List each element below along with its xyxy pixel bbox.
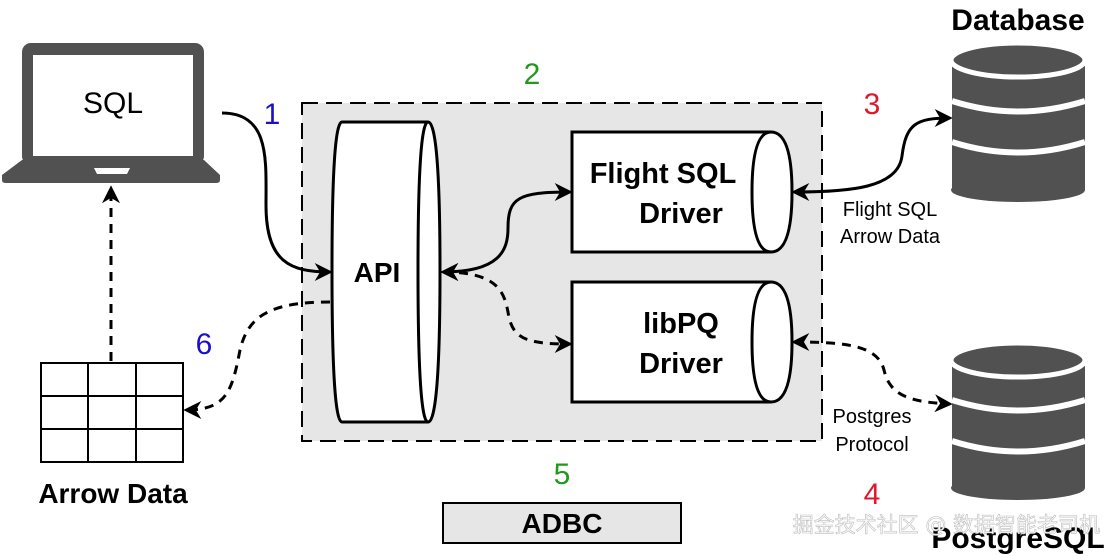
libpq-driver-line2: Driver bbox=[639, 348, 723, 380]
flight-sql-driver-line1: Flight SQL bbox=[590, 158, 737, 190]
client-sql-label: SQL bbox=[83, 87, 143, 120]
arrow-data-table-icon bbox=[40, 362, 184, 463]
libpq-driver-cylinder bbox=[570, 280, 794, 404]
step-number-3: 3 bbox=[864, 88, 881, 121]
postgresql-label: PostgreSQL bbox=[931, 522, 1104, 555]
step-number-5: 5 bbox=[554, 458, 571, 491]
api-label: API bbox=[354, 257, 401, 288]
flight-sql-driver-line2: Driver bbox=[639, 198, 723, 230]
step-number-6: 6 bbox=[196, 328, 213, 361]
api-to-arrow-data-arrow bbox=[183, 300, 331, 419]
flight-sql-driver-cylinder bbox=[570, 130, 794, 254]
flight-sql-protocol-line1: Flight SQL bbox=[843, 199, 937, 221]
api-to-libpq-driver-arrow bbox=[440, 263, 573, 353]
step-number-2: 2 bbox=[524, 58, 541, 91]
libpq-driver-line1: libPQ bbox=[643, 308, 719, 340]
database-label: Database bbox=[951, 4, 1084, 37]
step-number-4: 4 bbox=[864, 478, 881, 511]
flight-sql-driver-to-database-arrow bbox=[791, 109, 953, 201]
postgres-protocol-line2: Protocol bbox=[835, 434, 908, 456]
adbc-label: ADBC bbox=[522, 508, 603, 539]
step-number-1: 1 bbox=[264, 98, 281, 131]
database-icon bbox=[948, 40, 1088, 202]
adbc-label-box bbox=[442, 502, 682, 544]
sql-to-api-arrow bbox=[221, 111, 333, 281]
api-cylinder bbox=[330, 120, 442, 424]
watermark-text: 掘金技术社区 @ 数据智能老司机 bbox=[793, 513, 1100, 537]
postgres-protocol-line1: Postgres bbox=[833, 406, 912, 428]
flight-sql-protocol-line2: Arrow Data bbox=[840, 226, 941, 248]
libpq-driver-to-postgresql-arrow bbox=[791, 333, 953, 413]
postgresql-database-icon bbox=[948, 340, 1088, 500]
arrow-data-label: Arrow Data bbox=[38, 478, 188, 509]
laptop-icon bbox=[2, 43, 220, 183]
